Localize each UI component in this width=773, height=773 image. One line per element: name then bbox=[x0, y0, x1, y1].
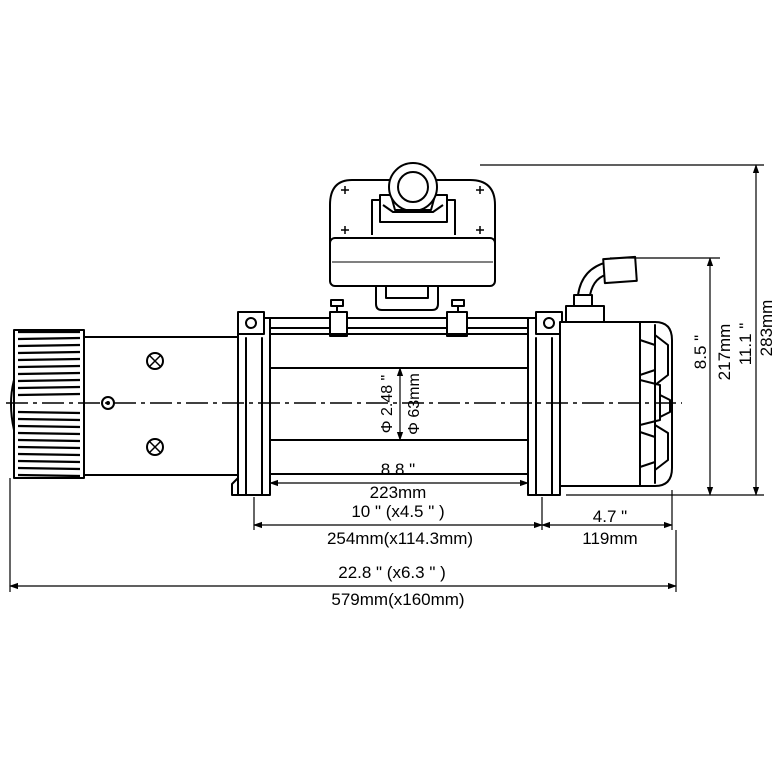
total-height-mm-label: 283mm bbox=[757, 300, 773, 357]
motor-width-mm-label: 119mm bbox=[582, 529, 637, 548]
drum-width-mm-label: 223mm bbox=[370, 483, 427, 502]
right-end-plate bbox=[527, 311, 563, 496]
total-height-inch-label: 11.1 " bbox=[736, 323, 755, 366]
tie-bar bbox=[261, 299, 533, 337]
mount-width-inch-label: 10 " (x4.5 " ) bbox=[351, 502, 444, 521]
motor bbox=[559, 255, 673, 487]
motor-width-inch-label: 4.7 " bbox=[593, 507, 627, 526]
mount-width-mm-label: 254mm(x114.3mm) bbox=[327, 529, 473, 548]
drum bbox=[269, 333, 529, 475]
total-width-mm-label: 579mm(x160mm) bbox=[331, 590, 464, 609]
dimension-lines bbox=[9, 164, 764, 592]
body-height-inch-label: 8.5 " bbox=[691, 335, 710, 369]
left-end-plate bbox=[231, 311, 271, 496]
total-width-inch-label: 22.8 " (x6.3 " ) bbox=[338, 563, 446, 582]
gearbox-housing bbox=[79, 336, 239, 476]
drum-diameter-mm-label: Φ 63mm bbox=[406, 373, 423, 435]
drum-width-inch-label: 8.8 " bbox=[381, 460, 415, 479]
body-height-mm-label: 217mm bbox=[715, 324, 734, 381]
clutch-knob bbox=[10, 329, 85, 479]
control-box bbox=[329, 162, 496, 311]
drum-diameter-inch-label: Φ 2.48 " bbox=[379, 375, 396, 433]
remote-socket bbox=[371, 162, 456, 235]
plus-screw-icon bbox=[341, 186, 484, 234]
